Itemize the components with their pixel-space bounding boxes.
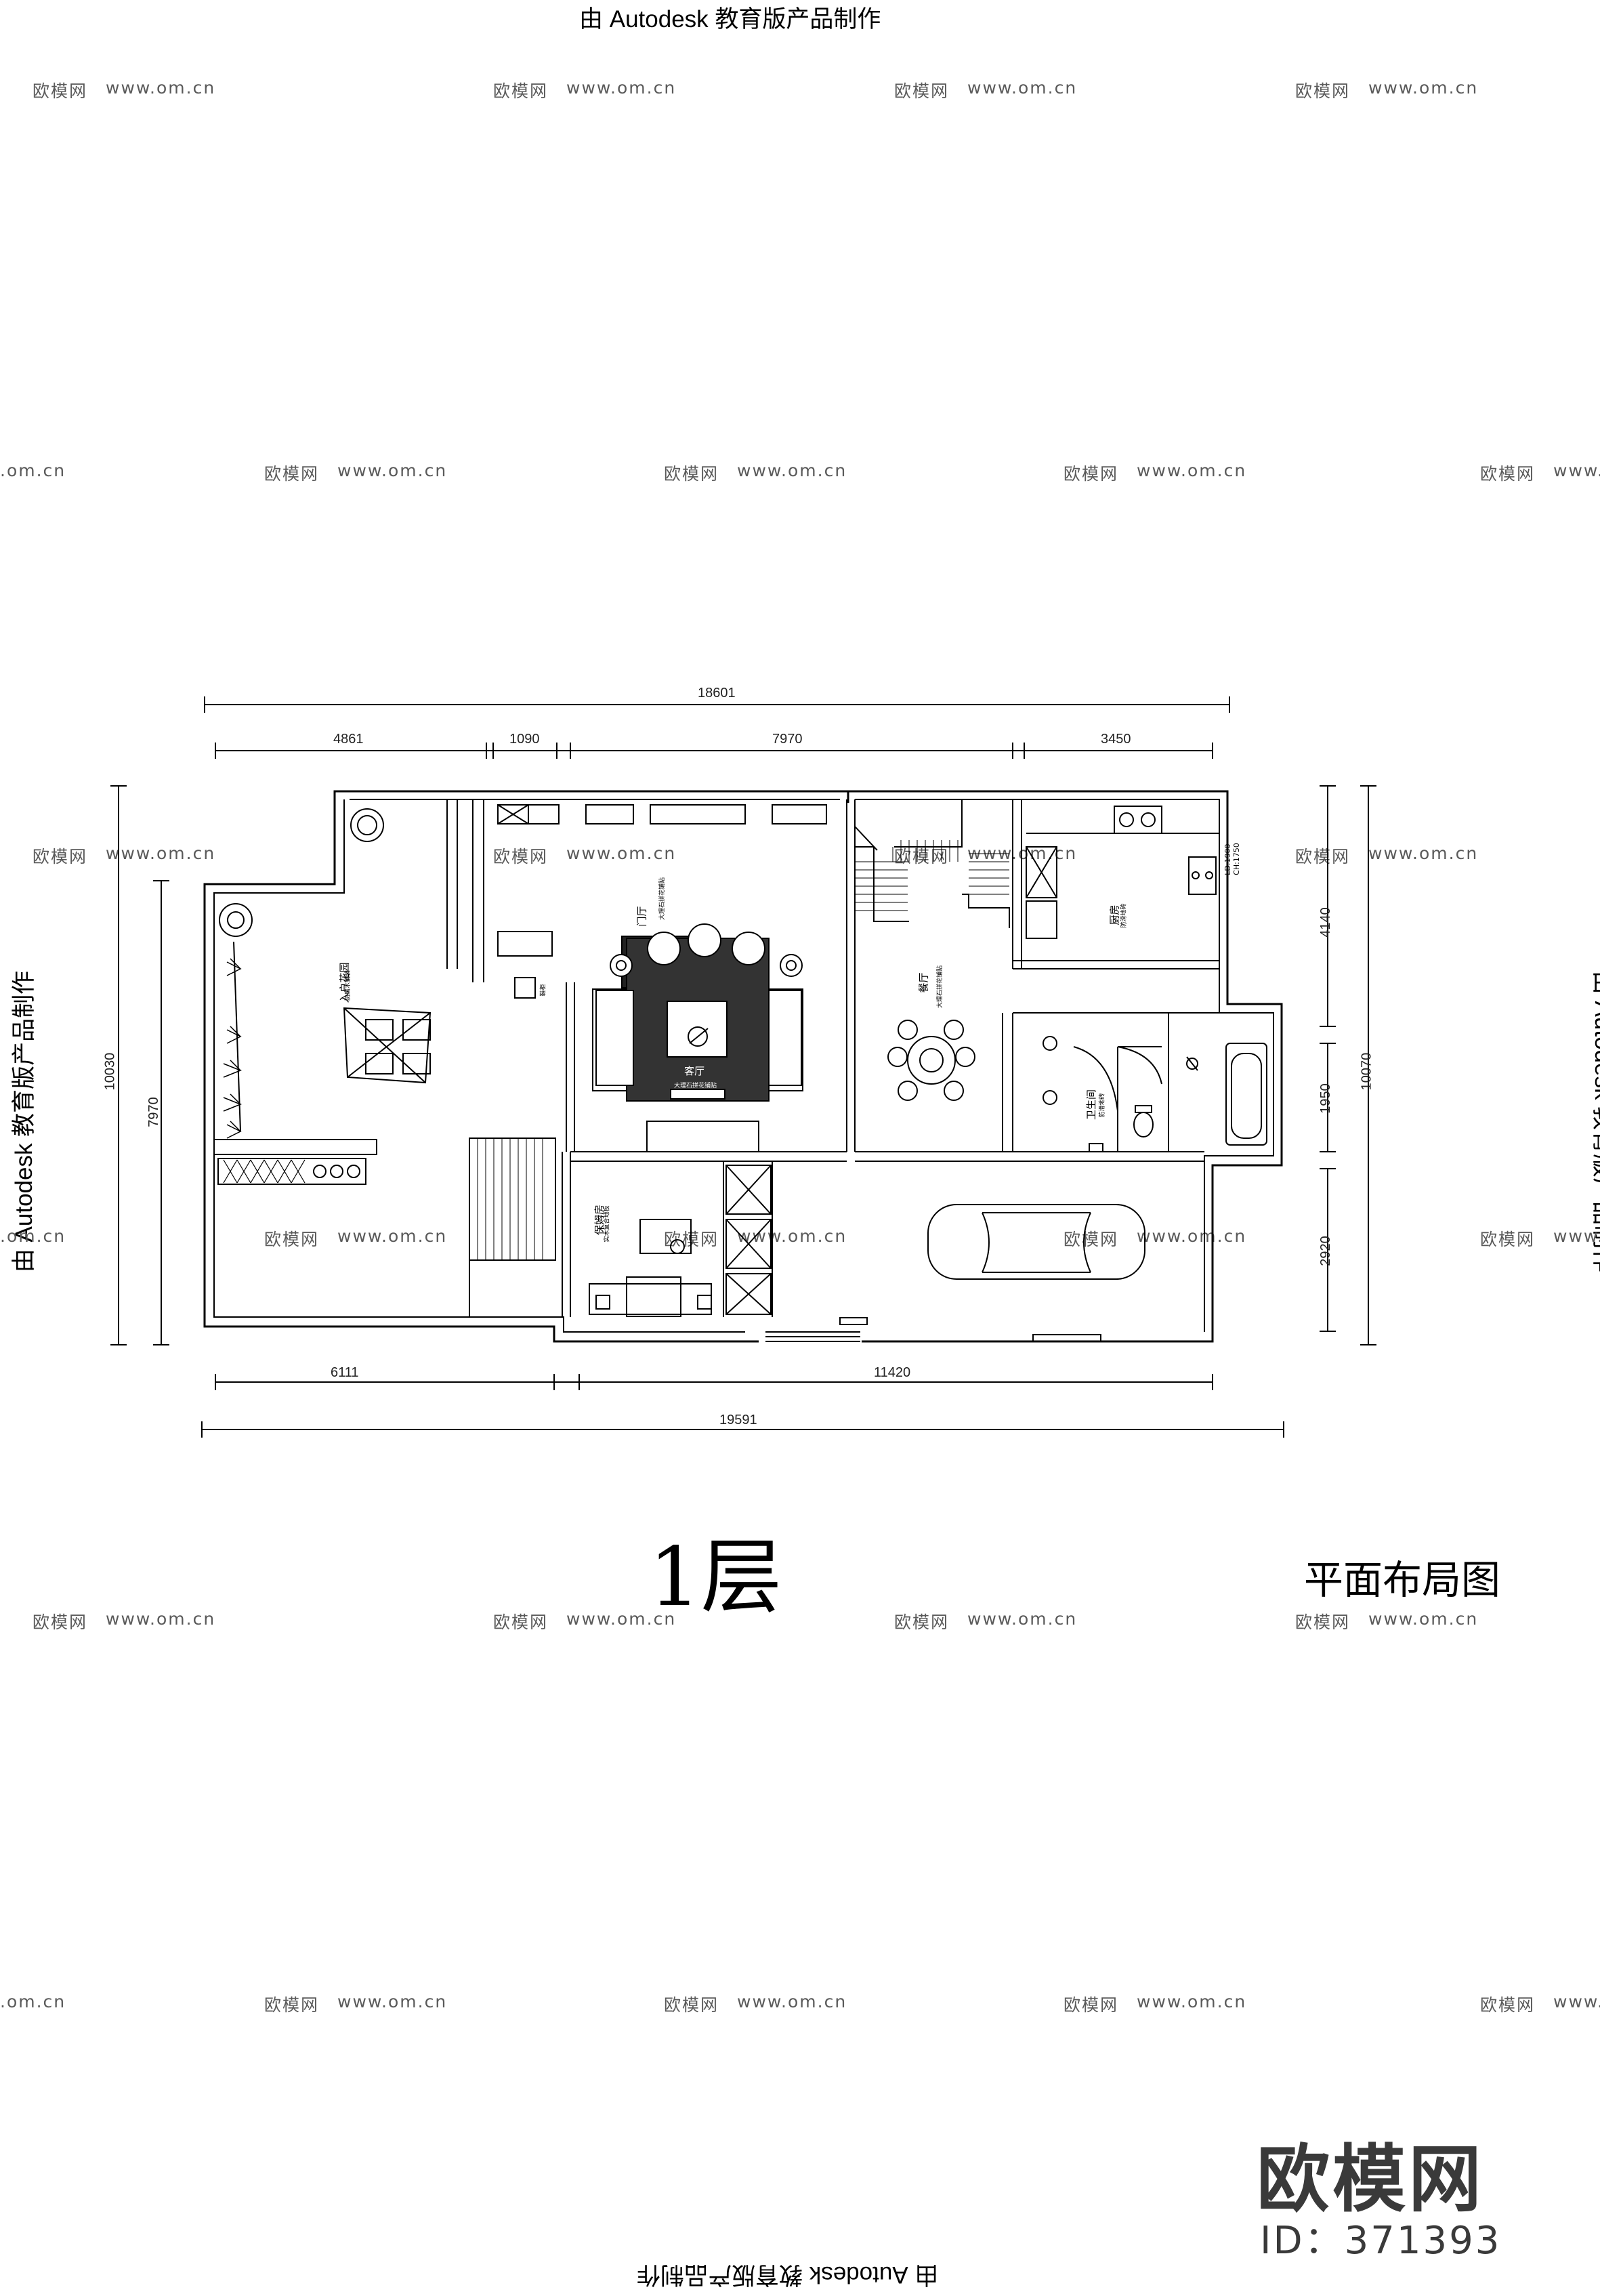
site-watermark-url: www.om.cn	[737, 461, 847, 480]
dim-bottom-seg-2: 11420	[874, 1365, 911, 1380]
site-watermark-brand: 欧模网	[894, 81, 950, 101]
site-watermark-url: www.om.cn	[337, 461, 448, 480]
site-watermark-brand: 欧模网	[33, 81, 88, 101]
site-watermark-url: www.om.cn	[1137, 461, 1247, 480]
dim-bottom-seg-1: 6111	[331, 1365, 359, 1380]
site-watermark-brand: 欧模网	[493, 1612, 549, 1632]
dim-top-seg-2: 1090	[509, 732, 540, 747]
dim-right-outer: 10070	[1359, 1052, 1374, 1091]
dim-left-inner: 7970	[146, 1097, 161, 1127]
site-watermark-url: www.om.cn	[967, 78, 1078, 98]
site-watermark-url: .om.cn	[0, 1992, 66, 2011]
note-foyer: 大理石拼花铺贴	[659, 877, 667, 921]
note-nanny-room: 实木复合地板	[604, 1205, 611, 1243]
dim-left-outer: 10030	[102, 1052, 118, 1091]
site-watermark-brand: 欧模网	[1295, 81, 1351, 101]
site-watermark-url: www.om.cn	[337, 1226, 448, 1246]
site-watermark-url: www.om.cn	[1137, 1992, 1247, 2011]
site-watermark-brand: 欧模网	[1480, 1230, 1536, 1249]
site-watermark-brand: 欧模网	[1480, 1995, 1536, 2015]
site-watermark-brand: 欧模网	[264, 1995, 320, 2015]
site-watermark-url: www.om.cn	[1553, 461, 1600, 480]
site-watermark-brand: 欧模网	[664, 1995, 719, 2015]
site-watermark-url: www.om.cn	[1368, 843, 1479, 863]
site-watermark-brand: 欧模网	[1295, 1612, 1351, 1632]
site-watermark-brand: 欧模网	[33, 1612, 88, 1632]
site-watermark-brand: 欧模网	[1480, 464, 1536, 484]
note-kitchen: 防滑地砖	[1120, 903, 1128, 928]
site-watermark-brand: 欧模网	[1064, 1995, 1119, 2015]
site-watermark-url: www.om.cn	[967, 1609, 1078, 1629]
dim-bottom-total: 19591	[719, 1413, 757, 1427]
site-watermark-url: www.om.cn	[1553, 1992, 1600, 2011]
dim-right-seg-3: 2920	[1318, 1236, 1333, 1266]
brand-id: ID：371393	[1260, 2219, 1502, 2263]
plan-subtitle: 平面布局图	[1304, 1557, 1501, 1603]
site-watermark-brand: 欧模网	[1064, 1230, 1119, 1249]
site-watermark-brand: 欧模网	[493, 81, 549, 101]
site-watermark-brand: 欧模网	[493, 847, 549, 867]
dim-top-seg-1: 4861	[333, 732, 364, 747]
label-bathroom: 卫生间	[1085, 1089, 1098, 1121]
site-watermark-url: www.om.cn	[1137, 1226, 1247, 1246]
note-dining: 大理石拼花铺贴	[937, 965, 944, 1009]
site-watermark-brand: 欧模网	[1295, 847, 1351, 867]
label-shoe-cabinet: 鞋柜	[540, 984, 547, 997]
site-watermark-url: .om.cn	[0, 1226, 66, 1246]
site-watermark-url: .om.cn	[0, 461, 66, 480]
kitchen-heights: LD:1900 CH:1750	[1223, 843, 1241, 875]
dim-right-seg-1: 4140	[1318, 907, 1333, 938]
label-living: 客厅	[684, 1064, 705, 1078]
site-watermark-brand: 欧模网	[1064, 464, 1119, 484]
note-living: 大理石拼花铺贴	[674, 1081, 717, 1089]
brand-logo: 欧模网	[1257, 2137, 1485, 2222]
dim-top-seg-4: 3450	[1101, 732, 1131, 747]
site-watermark-url: www.om.cn	[566, 1609, 677, 1629]
dim-top-total: 18601	[698, 686, 736, 701]
note-bathroom: 防滑地砖	[1099, 1093, 1106, 1118]
site-watermark-brand: 欧模网	[264, 1230, 320, 1249]
site-watermark-url: www.om.cn	[1368, 78, 1479, 98]
floor-title: 1层	[649, 1530, 782, 1625]
site-watermark-url: www.om.cn	[1553, 1226, 1600, 1246]
site-watermark-brand: 欧模网	[264, 464, 320, 484]
site-watermark-url: www.om.cn	[566, 843, 677, 863]
site-watermark-brand: 欧模网	[894, 847, 950, 867]
label-foyer: 门厅	[635, 906, 648, 927]
label-dining: 餐厅	[917, 972, 930, 993]
site-watermark-brand: 欧模网	[33, 847, 88, 867]
site-watermark-url: www.om.cn	[106, 78, 216, 98]
site-watermark-url: www.om.cn	[106, 843, 216, 863]
site-watermark-url: www.om.cn	[737, 1992, 847, 2011]
header-watermark: 由 Autodesk 教育版产品制作	[579, 6, 881, 33]
site-watermark-url: www.om.cn	[1368, 1609, 1479, 1629]
dim-top-seg-3: 7970	[772, 732, 803, 747]
site-watermark-brand: 欧模网	[664, 464, 719, 484]
dim-right-seg-2: 1950	[1318, 1083, 1333, 1114]
note-entry-garden: 防腐木铺装	[345, 969, 352, 1001]
site-watermark-url: www.om.cn	[566, 78, 677, 98]
site-watermark-url: www.om.cn	[106, 1609, 216, 1629]
site-watermark-brand: 欧模网	[894, 1612, 950, 1632]
site-watermark-url: www.om.cn	[337, 1992, 448, 2011]
